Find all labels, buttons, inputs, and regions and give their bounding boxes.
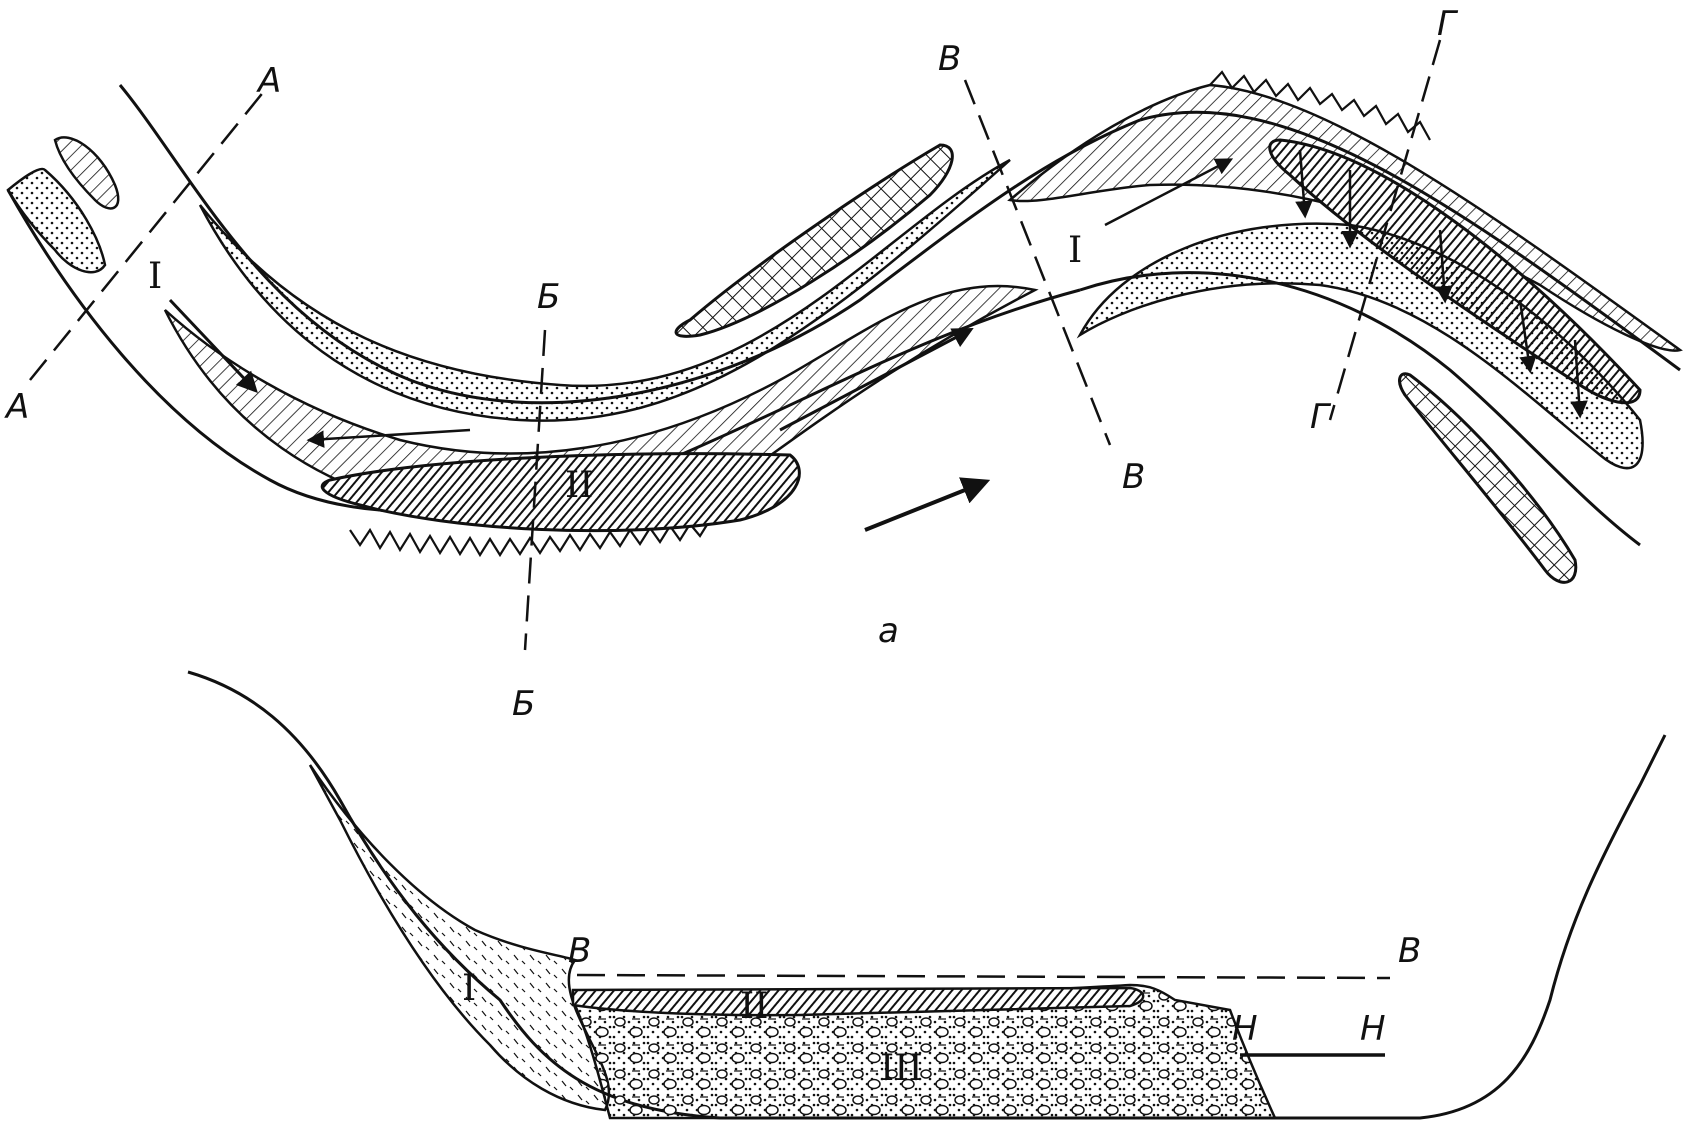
cross-zone-label-ii: II <box>740 986 768 1027</box>
label-b-start: Б <box>537 277 560 317</box>
label-g-start: Г <box>1437 4 1459 44</box>
label-g-end: Г <box>1310 397 1332 437</box>
flow-arrow-r4 <box>1518 299 1537 374</box>
label-water-right: В <box>1398 931 1421 971</box>
caption-a: a <box>878 611 899 651</box>
zone-label-ii: II <box>565 465 593 506</box>
cross-zone-ii <box>571 986 1145 1017</box>
label-level-h-right: Н <box>1360 1009 1386 1049</box>
label-a-end: A <box>4 387 29 427</box>
label-v-end: В <box>1122 457 1145 497</box>
section-line-b <box>523 329 547 651</box>
hatched-small-upper-left <box>53 136 120 210</box>
flow-arrow-i-right <box>1104 158 1234 227</box>
sawtooth-edge-top <box>1209 70 1431 141</box>
label-water-left: В <box>568 931 591 971</box>
flow-arrow-r1 <box>1295 149 1313 219</box>
cross-section: В В I II III Н Н <box>187 670 1667 1120</box>
zone-label-i-left: I <box>148 256 162 297</box>
label-level-h-left: Н <box>1232 1009 1258 1049</box>
flow-arrow-r3 <box>1435 229 1453 304</box>
water-level-line <box>576 973 1391 980</box>
plan-view: A A Б Б В В Г Г I II I a <box>4 4 1683 724</box>
flow-arrow-ii-b <box>306 428 471 448</box>
dense-lens-ii <box>320 452 801 533</box>
cross-zone-i <box>308 764 611 1112</box>
sand-bar-right <box>1076 222 1644 470</box>
section-line-a <box>29 89 266 381</box>
section-line-g <box>1328 39 1442 421</box>
flow-arrow-ii-a <box>779 328 974 432</box>
cross-zone-label-iii: III <box>880 1048 923 1089</box>
cross-lens-upper <box>674 143 954 338</box>
sand-strip-upper-left <box>6 167 107 274</box>
hatched-zone-upper-right <box>1007 83 1683 352</box>
flow-arrow-main <box>864 477 991 532</box>
section-line-v <box>963 79 1112 446</box>
sand-bar-left <box>198 158 1011 422</box>
label-v-start: В <box>938 39 961 79</box>
label-b-end: Б <box>512 684 535 724</box>
flow-arrow-left <box>168 298 258 394</box>
flow-arrow-r5 <box>1570 339 1588 419</box>
cross-lens-lower-right <box>1398 372 1578 584</box>
label-a-start: A <box>256 61 281 101</box>
cross-zone-label-i: I <box>462 968 476 1009</box>
zone-label-i-right: I <box>1068 230 1082 271</box>
